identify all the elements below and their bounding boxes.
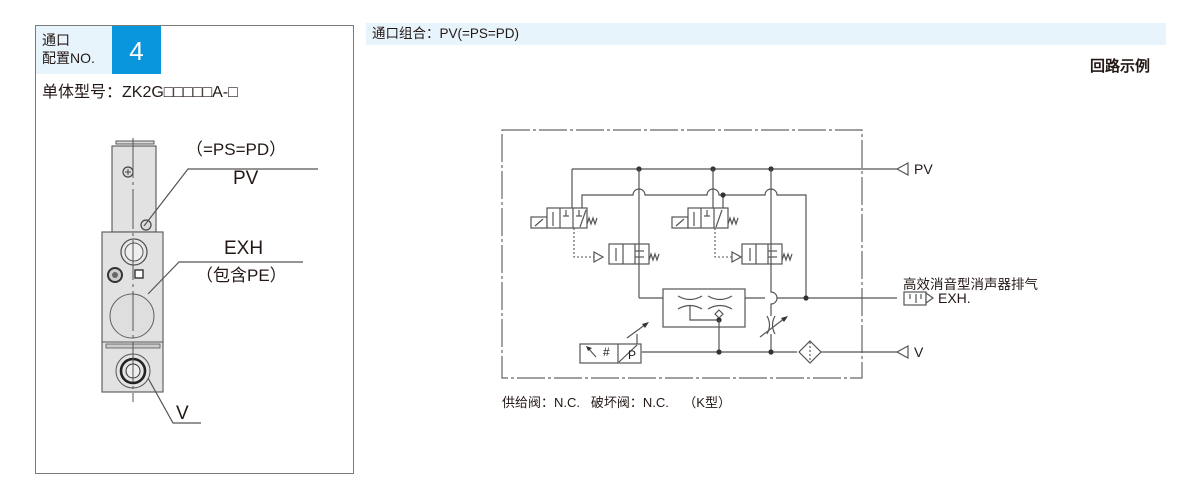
junction-dot [768,349,774,355]
callout-pv-alias: （=PS=PD） [186,140,286,159]
junction-dot [803,295,809,301]
circuit-example-title: 回路示例 [1089,58,1150,75]
junction-dot [716,349,722,355]
v-port-label: V [914,344,924,360]
pv-port-icon [895,161,909,177]
release-pilot-valve [671,169,739,258]
pressure-switch-hash: # [603,345,610,359]
filter-icon [798,340,822,364]
callout-exh: EXH （包含PE） [147,238,303,295]
release-main-valve [731,169,793,316]
port-config-number: 4 [112,26,161,74]
supply-pilot-valve [530,207,598,258]
junction-dot [720,192,726,198]
pressure-switch-p: P [628,348,637,362]
junction-dot [710,166,716,172]
valve-type-note: 供给阀：N.C. 破坏阀：N.C. （K型） [502,395,731,410]
silencer-note: 高效消音型消声器排气 [903,277,1038,292]
silencer [903,291,935,306]
callout-v-label: V [176,403,189,424]
port-config-label-line2: 配置NO. [42,50,95,66]
exh-port-label: EXH. [938,290,971,306]
port-config-label: 通口 配置NO. [36,26,112,74]
ejector-block [639,288,897,352]
flow-control-valve [759,315,788,352]
port-config-label-line1: 通口 [42,32,70,48]
vacuum-line [642,340,909,364]
callout-v: V [147,377,201,424]
callout-exh-label: EXH [224,238,263,259]
callout-pv: （=PS=PD） PV [143,140,318,227]
pv-port-label: PV [914,161,933,177]
unit-boundary-frame [501,129,863,379]
callout-pv-label: PV [233,168,259,189]
ejector-drawing: （=PS=PD） PV EXH （包含PE） V [101,138,318,424]
pv-supply-line [571,161,909,208]
port-combination-bar: 通口组合：PV(=PS=PD) [366,23,1166,45]
junction-dot [636,166,642,172]
model-number: 单体型号：ZK2G□□□□□A-□ [42,84,238,101]
ejector-body [101,138,164,402]
callout-exh-note: （包含PE） [196,266,287,285]
supply-main-valve [593,169,660,298]
v-port-icon [895,344,909,360]
pressure-switch [579,322,649,364]
port-config-panel: 通口 配置NO. 4 单体型号：ZK2G□□□□□A-□ [35,25,354,474]
pilot-line [581,188,807,298]
junction-dot [768,166,774,172]
